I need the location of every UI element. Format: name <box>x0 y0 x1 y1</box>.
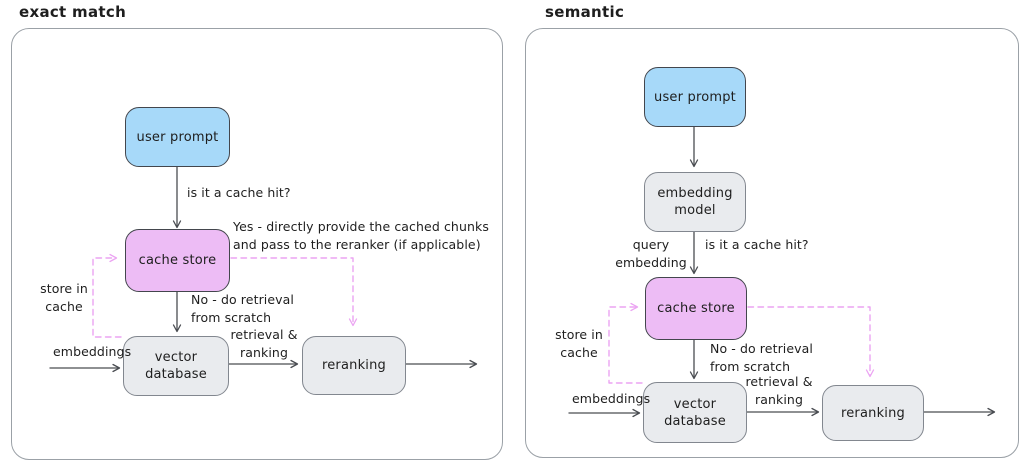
exact-retrieval-ranking-label: retrieval & ranking <box>230 327 298 360</box>
exact-vector-database-node: vector database <box>123 336 229 396</box>
exact-embeddings-label: embeddings <box>53 344 132 359</box>
exact-no-branch-label: No - do retrieval from scratch <box>191 292 294 325</box>
semantic-retrieval-ranking-label: retrieval & ranking <box>745 374 813 407</box>
exact-cache-store-node: cache store <box>125 229 230 292</box>
semantic-title: semantic <box>545 3 625 21</box>
semantic-embedding-model-node: embedding model <box>644 172 746 232</box>
semantic-embeddings-label: embeddings <box>572 391 651 406</box>
semantic-vector-database-node: vector database <box>643 382 747 443</box>
exact-store-in-cache-label: store in cache <box>40 281 88 314</box>
semantic-cache-hit-label: is it a cache hit? <box>705 237 809 252</box>
semantic-user-prompt-node: user prompt <box>644 67 746 127</box>
exact-yes-branch-label: Yes - directly provide the cached chunks… <box>233 219 489 252</box>
semantic-cache-store-node: cache store <box>645 277 747 340</box>
exact-user-prompt-node: user prompt <box>125 107 230 167</box>
exact-reranking-node: reranking <box>302 336 406 395</box>
semantic-store-in-cache-label: store in cache <box>555 327 603 360</box>
semantic-query-embedding-label: query embedding <box>615 237 687 270</box>
exact-match-title: exact match <box>19 3 127 21</box>
semantic-no-branch-label: No - do retrieval from scratch <box>710 341 813 374</box>
semantic-reranking-node: reranking <box>822 385 924 441</box>
semantic-panel-frame <box>525 28 1019 458</box>
exact-match-panel-frame <box>11 28 503 460</box>
exact-cache-hit-label: is it a cache hit? <box>187 185 291 200</box>
